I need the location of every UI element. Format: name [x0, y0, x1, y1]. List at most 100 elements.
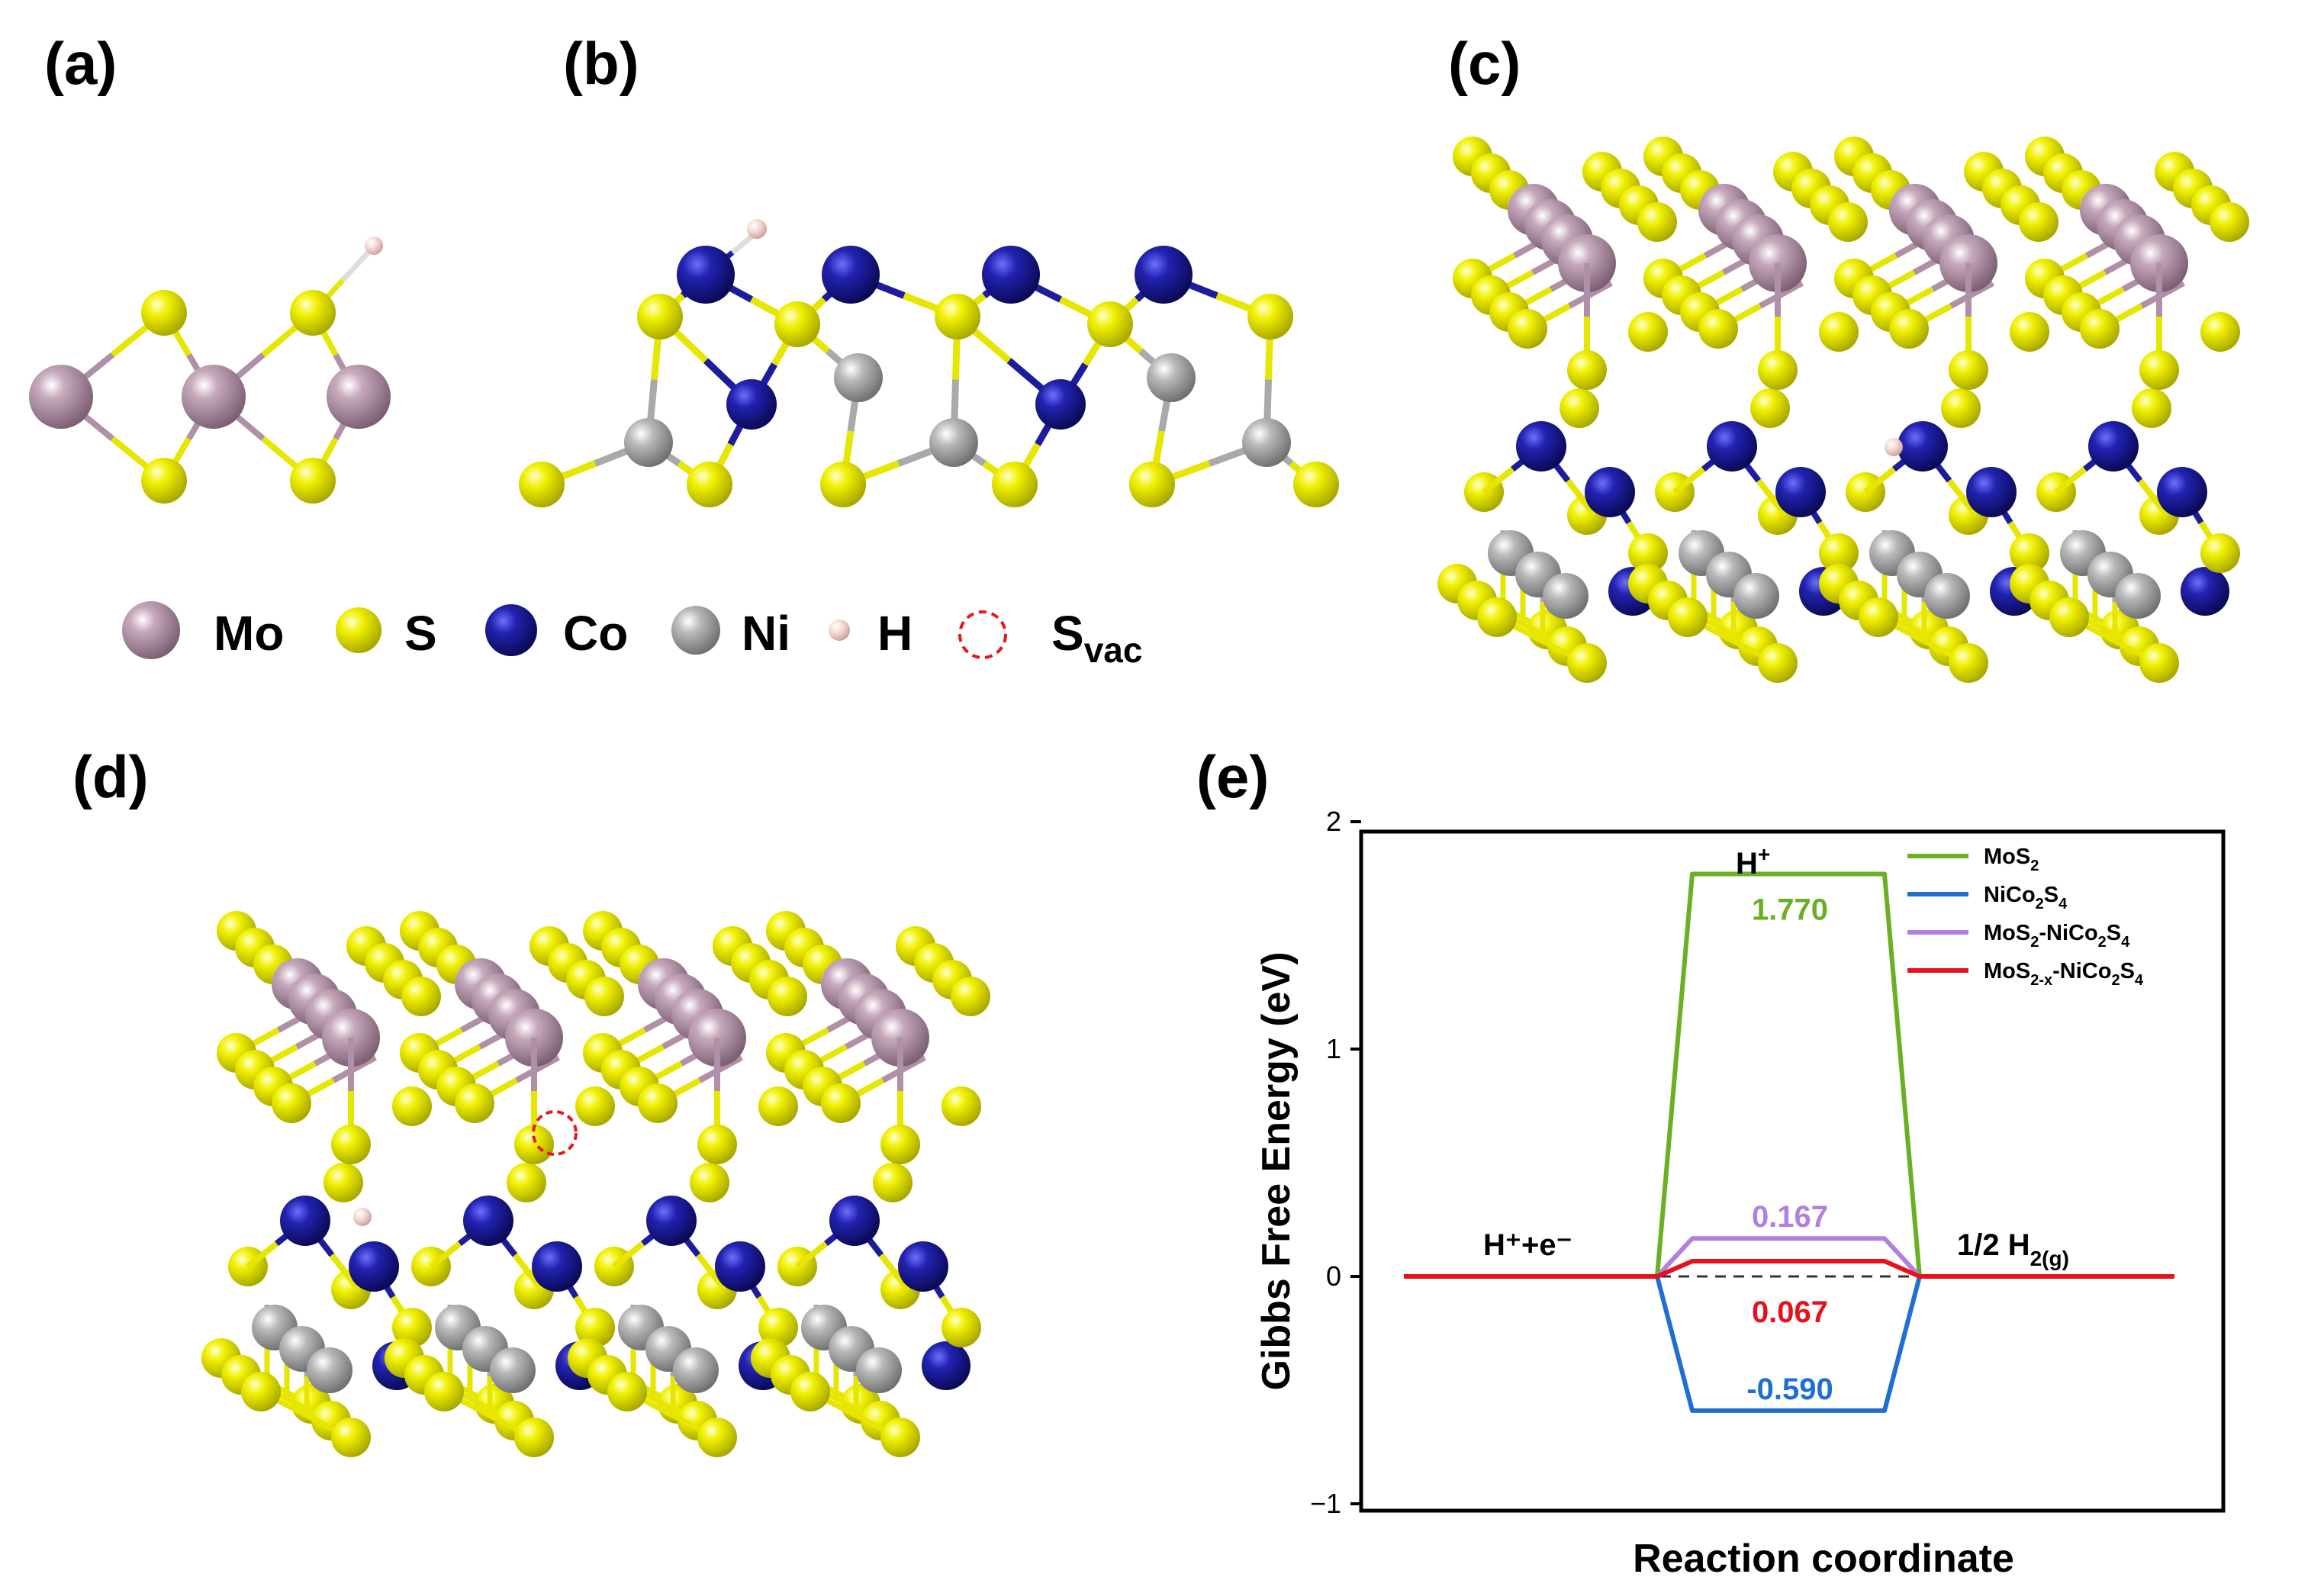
s-atom [2200, 533, 2240, 573]
s-atom [1941, 388, 1981, 428]
ni-atom-swatch [671, 606, 720, 655]
panel-label-b: (b) [563, 30, 639, 97]
s-atom [241, 1372, 281, 1411]
co-atom [898, 1241, 948, 1292]
h-atom [353, 1208, 372, 1226]
s-atom [1750, 388, 1790, 428]
s-atom [1828, 202, 1868, 242]
s-atom [951, 977, 990, 1016]
data-labels: 1.770 0.167 0.067 -0.590 [1746, 893, 1833, 1406]
s-atom [2139, 643, 2179, 683]
s-atom [942, 1308, 981, 1347]
s-atom [2049, 597, 2089, 637]
ni-atom [490, 1347, 536, 1393]
bond [2137, 478, 2170, 517]
s-atom [290, 458, 336, 504]
s-atom [584, 977, 624, 1016]
y-axis-ticks: 2 1 0 −1 [1310, 806, 1361, 1519]
s-atom [1949, 350, 1988, 390]
bond [515, 1054, 560, 1083]
bond [1565, 478, 1598, 517]
s-atom [392, 1086, 432, 1126]
y-tick-label: 2 [1326, 806, 1341, 837]
h-atom [365, 237, 383, 255]
s-atom [690, 1163, 729, 1202]
co-atom [1775, 467, 1826, 517]
co-atom [1966, 467, 2017, 517]
s-atom [774, 301, 820, 347]
y-tick-label: 0 [1326, 1260, 1341, 1292]
s-atom [1819, 312, 1859, 352]
ni-atom [307, 1347, 352, 1393]
panel-label-a: (a) [44, 30, 117, 97]
state-label-final: 1/2 H2(g) [1957, 1228, 2069, 1270]
h-atom [1885, 438, 1903, 456]
structure-c-mos2-nico2s4-heterostructure [1437, 137, 2249, 683]
ni-atom [856, 1347, 902, 1393]
s-atom [514, 1418, 554, 1457]
s-atom [638, 1083, 678, 1123]
co-atom [1707, 421, 1757, 472]
bond [1568, 280, 1613, 309]
s-atom [687, 462, 732, 507]
s-atom [519, 462, 565, 507]
y-tick-label: 1 [1326, 1033, 1341, 1064]
ni-atom [673, 1347, 719, 1393]
co-atom [2181, 567, 2229, 616]
co-atom [677, 246, 735, 304]
s-atom [1508, 309, 1547, 349]
legend-entry-3: MoS2-x-NiCo2S4 [1984, 959, 2144, 989]
ni-atom [624, 418, 673, 467]
s-atom [942, 1086, 981, 1126]
s-atom [401, 977, 441, 1016]
s-atom [1293, 462, 1339, 507]
data-label-1: -0.590 [1746, 1373, 1833, 1406]
s-atom [514, 1125, 554, 1164]
s-atom [2010, 533, 2049, 573]
ni-atom [929, 418, 978, 467]
data-label-2: 0.167 [1752, 1200, 1828, 1234]
s-atom [1698, 309, 1738, 349]
s-atom [2139, 350, 2179, 390]
data-label-0: 1.770 [1752, 893, 1828, 927]
co-atom [726, 379, 777, 430]
series-lines [1404, 871, 2174, 1413]
mo-atom [182, 365, 246, 429]
s-atom [758, 1308, 798, 1347]
bond [881, 1054, 926, 1083]
bond [2054, 466, 2087, 495]
s-atom [1567, 350, 1607, 390]
co-atom [1516, 421, 1566, 472]
s-atom [331, 1125, 371, 1164]
sulfur-vacancy-swatch [958, 610, 1007, 659]
s-atom [323, 1163, 363, 1202]
bond [1759, 280, 1804, 309]
s-atom [873, 1163, 913, 1202]
data-label-3: 0.067 [1752, 1295, 1828, 1329]
bond [429, 1241, 462, 1270]
legend-entry-2: MoS2-NiCo2S4 [1984, 921, 2130, 951]
s-atom [758, 1086, 798, 1126]
panel-label-c: (c) [1448, 30, 1521, 97]
s-atom [1477, 597, 1517, 637]
structure-d-mos2x-nico2s4-heterostructure [201, 911, 990, 1457]
co-atom [922, 1341, 970, 1390]
s-atom [2132, 388, 2171, 428]
legend-label-svac: Svac [1051, 606, 1142, 670]
bond [340, 246, 375, 282]
s-atom [1819, 533, 1859, 573]
bond [698, 1054, 743, 1083]
y-tick-label: −1 [1310, 1488, 1341, 1519]
legend-label-co: Co [563, 606, 628, 661]
s-atom [820, 462, 866, 507]
legend-label-svac-subscript: vac [1084, 630, 1143, 670]
s-atom [2080, 309, 2120, 349]
h-atom-swatch [829, 620, 850, 641]
sulfur-vacancy-marker [532, 1110, 578, 1156]
bond [878, 1253, 911, 1292]
s-atom [575, 1086, 615, 1126]
s-atom [637, 294, 683, 340]
state-label-intermediate-sup: + [1758, 842, 1770, 866]
h-atom [747, 219, 767, 239]
